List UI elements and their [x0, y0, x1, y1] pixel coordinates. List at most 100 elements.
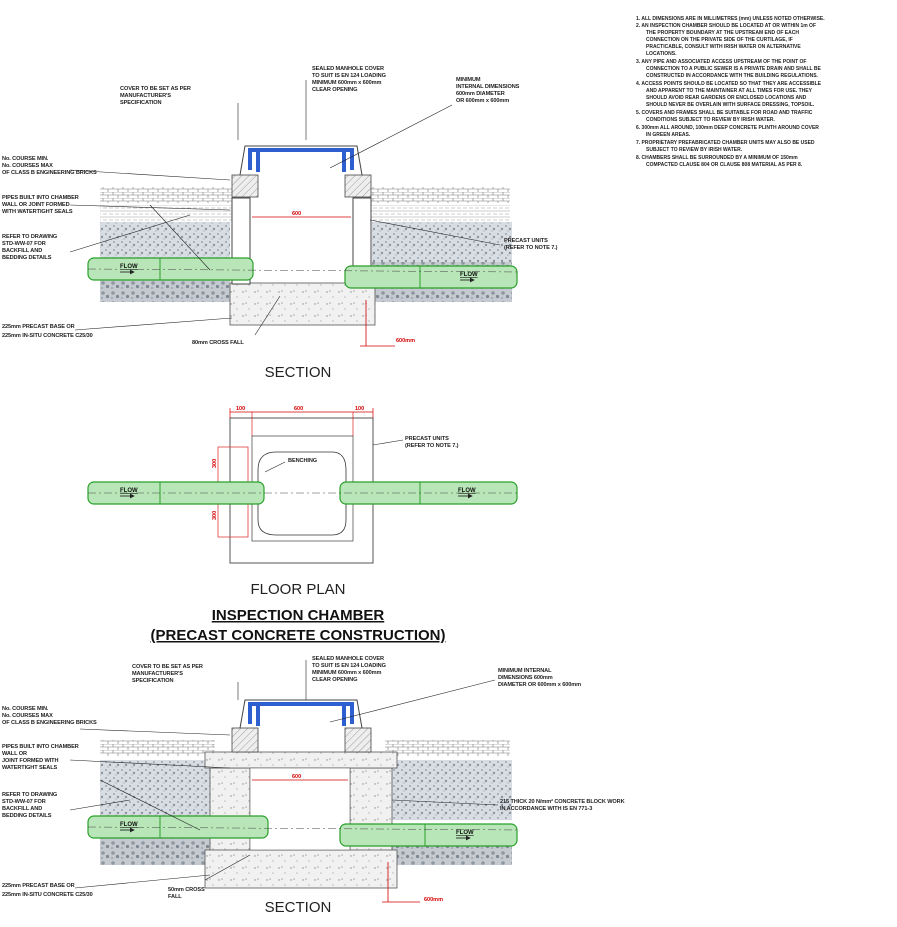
precast-units-label: (REFER TO NOTE 7.)	[504, 245, 558, 251]
plan-dim-side: 300	[212, 511, 218, 520]
note-line: CONDITIONS SUBJECT TO REVIEW BY IRISH WA…	[646, 117, 776, 123]
refer-label: BEDDING DETAILS	[2, 813, 52, 819]
manhole-cover-label: TO SUIT IS EN 124 LOADING	[312, 73, 386, 79]
brick-courses-label: OF CLASS B ENGINEERING BRICKS	[2, 170, 97, 176]
note-line: AND APPARENT TO THE MAINTAINER AT ALL TI…	[646, 88, 813, 94]
cover-note-line: COVER TO BE SET AS PER	[120, 86, 191, 92]
note-line: 6. 300mm ALL AROUND, 100mm DEEP CONCRETE…	[636, 125, 819, 131]
ground-band-left	[100, 740, 215, 756]
brick-course-left	[231, 727, 259, 753]
pipes-label: WALL OR	[2, 751, 27, 757]
leader-line	[74, 874, 211, 889]
section-2: FLOW FLOW 600 600mm COVER TO BE SET AS P…	[2, 656, 625, 916]
note-line: 1. ALL DIMENSIONS ARE IN MILLIMETRES (mm…	[636, 16, 825, 22]
leader-line	[149, 204, 211, 271]
manhole-cover-label: MINIMUM 600mm x 600mm	[312, 670, 382, 676]
pipes-label: WALL OR JOINT FORMED	[2, 202, 70, 208]
dimension-opening: 600	[292, 211, 301, 217]
internal-dims-label: MINIMUM	[456, 77, 481, 83]
internal-dims-label: DIMENSIONS 600mm	[498, 675, 553, 681]
note-line: PRACTICABLE, CONSULT WITH IRISH WATER ON…	[646, 44, 801, 50]
note-line: CONNECTION TO A PUBLIC SEWER IS A PRIVAT…	[646, 66, 821, 72]
note-line: 3. ANY PIPE AND ASSOCIATED ACCESS UPSTRE…	[636, 59, 806, 65]
leader-line	[372, 439, 404, 446]
slab-top	[204, 751, 398, 769]
note-line: 2. AN INSPECTION CHAMBER SHOULD BE LOCAT…	[636, 23, 816, 29]
internal-dims-label: MINIMUM INTERNAL	[498, 668, 552, 674]
base-label: 225mm PRECAST BASE OR	[2, 883, 75, 889]
brick-courses-label: No. COURSE MIN.	[2, 156, 49, 162]
plan-flow-left: FLOW	[120, 488, 138, 494]
brick-course-left	[231, 174, 259, 198]
leader-line	[391, 799, 499, 806]
note-line: SHOULD AVOID REAR GARDENS OR ENCLOSED LO…	[646, 95, 807, 101]
cover-note-line: MANUFACTURER'S	[120, 93, 171, 99]
refer-label: REFER TO DRAWING	[2, 234, 57, 240]
dimension-depth: 600mm	[396, 338, 415, 344]
internal-dims-label: 600mm DIAMETER	[456, 91, 505, 97]
ground-band-right	[385, 740, 510, 756]
flow-label-right: FLOW	[460, 272, 478, 278]
refer-label: BEDDING DETAILS	[2, 255, 52, 261]
ground-band-right-2	[370, 205, 510, 221]
brick-course-right	[344, 174, 372, 198]
plan-precast-label: PRECAST UNITS	[405, 436, 449, 442]
benching-label: BENCHING	[288, 458, 317, 464]
leader-line	[69, 759, 231, 769]
note-line: CONSTRUCTED IN ACCORDANCE WITH THE BUILD…	[646, 73, 819, 79]
leader-line	[99, 779, 201, 831]
cross-fall-label: 50mm CROSS	[168, 887, 205, 893]
blockwork-label: 215 THICK 20 N/mm² CONCRETE BLOCK WORK	[500, 798, 625, 805]
pipe-inlet	[87, 257, 254, 281]
flow-label-right: FLOW	[456, 830, 474, 836]
manhole-cover-frame	[239, 699, 363, 729]
main-title-line-2: (PRECAST CONCRETE CONSTRUCTION)	[151, 627, 446, 644]
cover-note-line: COVER TO BE SET AS PER	[132, 664, 203, 670]
base-label: 225mm IN-SITU CONCRETE C25/30	[2, 892, 93, 898]
leader-line	[254, 295, 281, 336]
pipes-label: WITH WATERTIGHT SEALS	[2, 209, 73, 215]
plan-dim-top: 100	[236, 406, 245, 412]
manhole-cover-label: CLEAR OPENING	[312, 87, 357, 93]
cross-fall-label: 80mm CROSS FALL	[192, 340, 244, 346]
pipe-outlet	[344, 265, 518, 289]
note-line: SHOULD NEVER BE OVERLAIN WITH SURFACE DR…	[646, 102, 815, 108]
flow-label-left: FLOW	[120, 264, 138, 270]
plan-dim-top: 100	[355, 406, 364, 412]
pipes-label: WATERTIGHT SEALS	[2, 765, 58, 771]
leader-line	[69, 799, 131, 811]
leader-line	[264, 461, 286, 473]
refer-label: REFER TO DRAWING	[2, 792, 57, 798]
manhole-cover-label: MINIMUM 600mm x 600mm	[312, 80, 382, 86]
flow-label-left: FLOW	[120, 822, 138, 828]
leader-line	[204, 854, 251, 881]
note-line: COMPACTED CLAUSE 804 OR CLAUSE 808 MATER…	[646, 162, 803, 168]
manhole-cover	[248, 148, 354, 172]
section-1: FLOW FLOW 600 600mm COVER TO BE SET AS P…	[2, 66, 558, 381]
note-line: 5. COVERS AND FRAMES SHALL BE SUITABLE F…	[636, 110, 813, 116]
main-title-line-1: INSPECTION CHAMBER	[212, 607, 385, 624]
note-line: THE PROPERTY BOUNDARY AT THE UPSTREAM EN…	[646, 30, 799, 36]
manhole-cover-label: CLEAR OPENING	[312, 677, 357, 683]
note-line: 7. PROPRIETARY PREFABRICATED CHAMBER UNI…	[636, 140, 815, 146]
manhole-cover-label: TO SUIT IS EN 124 LOADING	[312, 663, 386, 669]
refer-label: STD-WW-07 FOR	[2, 241, 46, 247]
brick-courses-label: OF CLASS B ENGINEERING BRICKS	[2, 720, 97, 726]
leader-line	[69, 169, 231, 181]
brick-courses-label: No. COURSES MAX	[2, 163, 53, 169]
benching-outline	[257, 451, 347, 536]
leader-line	[369, 219, 501, 246]
stone-layer-left	[100, 222, 230, 262]
manhole-cover-label: SEALED MANHOLE COVER	[312, 66, 384, 72]
plan-dim-top: 600	[294, 406, 303, 412]
note-line: LOCATIONS.	[646, 51, 677, 57]
cross-fall-label: FALL	[168, 894, 182, 900]
leader-line	[69, 204, 231, 211]
leader-line	[79, 728, 231, 736]
leader-line	[329, 104, 453, 169]
manhole-cover	[248, 702, 354, 726]
note-line: CONNECTION ON THE PRIVATE SIDE OF THE CU…	[646, 37, 793, 43]
pipe-outlet	[339, 823, 518, 847]
leader-line	[74, 317, 233, 331]
cover-note-line: SPECIFICATION	[132, 678, 174, 684]
